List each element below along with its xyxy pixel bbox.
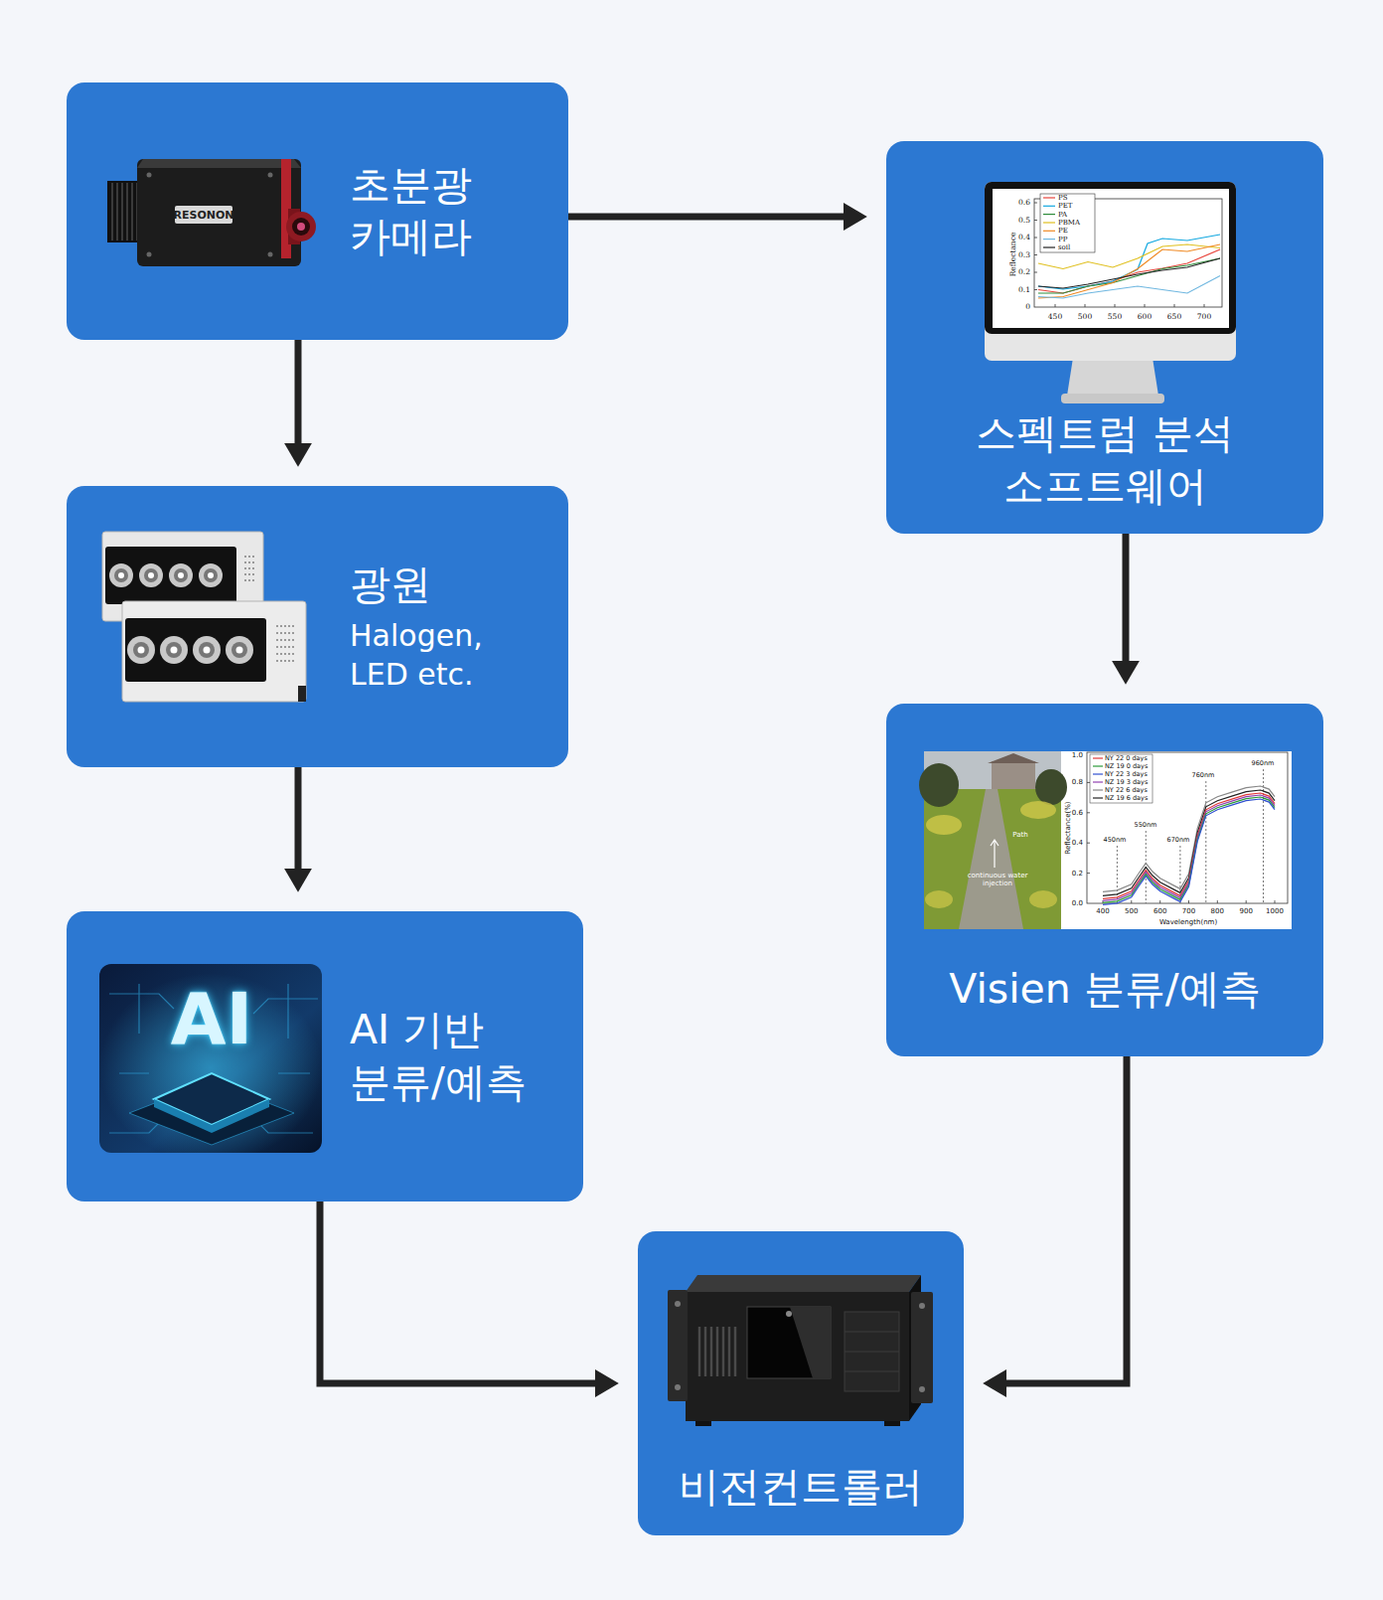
brand-label: RESONON [172, 209, 234, 221]
node-subtitle: Halogen, LED etc. [349, 615, 511, 694]
chart-label: Wavelength(nm) [1159, 919, 1218, 926]
chart-label: NY 22 6 days [1104, 786, 1148, 794]
process-box: 초분광 카메라 [66, 82, 569, 340]
node-title: 비전컨트롤러 [678, 1461, 923, 1513]
chart-label: NY 22 0 days [1104, 755, 1148, 763]
process-box: 비전컨트롤러 [637, 1230, 964, 1536]
chart-label: 550 [1107, 312, 1122, 321]
node-title: 스펙트럼 분석 소프트웨어 [962, 407, 1248, 514]
chart-label: PP [1058, 235, 1068, 243]
chart-label: PE [1058, 227, 1069, 235]
chart-label: 450nm [1103, 836, 1127, 844]
node-title: Visien 분류/예측 [948, 963, 1260, 1015]
chart-label: 0.6 [1018, 198, 1031, 207]
flow-arrow [1005, 1056, 1127, 1383]
chart-label: 1000 [1265, 908, 1284, 916]
chart-label: 760nm [1192, 771, 1216, 779]
chart-label: PA [1058, 210, 1068, 218]
chart-label: 600 [1153, 908, 1167, 916]
chart-label: Reflectance [1009, 232, 1018, 278]
chart-label: 0.6 [1072, 808, 1083, 816]
chart-label: continuous water injection [966, 871, 1029, 888]
chart-label: 0.4 [1072, 839, 1083, 847]
chip-lettering: AI [170, 982, 254, 1055]
chart-label: 0.0 [1072, 900, 1083, 908]
chart-label: soil [1058, 244, 1071, 252]
chart-label: 600 [1137, 312, 1152, 321]
chart-label: Path [1012, 831, 1028, 839]
chart-label: 0.2 [1018, 268, 1031, 277]
chart-label: 800 [1211, 908, 1225, 916]
chart-label: 700 [1197, 312, 1212, 321]
chart-label: 700 [1182, 908, 1196, 916]
chart-label: 960nm [1251, 760, 1275, 768]
process-box: 광원Halogen, LED etc. [66, 485, 569, 768]
flow-arrow [568, 213, 845, 221]
flow-arrow [295, 339, 303, 445]
chart-label: 0.8 [1072, 778, 1083, 786]
chart-label: PS [1058, 194, 1069, 202]
chart-label: 550nm [1134, 821, 1158, 829]
chart-label: 500 [1124, 908, 1138, 916]
chart-label: NZ 19 6 days [1104, 794, 1148, 802]
chart-label: PET [1058, 202, 1074, 210]
chart-label: 650 [1167, 312, 1182, 321]
process-box: 스펙트럼 분석 소프트웨어 [886, 141, 1324, 534]
chart-label: 900 [1239, 908, 1253, 916]
node-title: 초분광 카메라 [349, 159, 488, 263]
chart-label: 0.3 [1018, 251, 1031, 260]
chart-label: 1.0 [1072, 752, 1083, 760]
chart-label: 0.2 [1072, 869, 1083, 877]
process-box: AI 기반 분류/예측 [66, 911, 584, 1202]
node-title: AI 기반 분류/예측 [349, 1003, 554, 1110]
chart-label: Reflectance(%) [1065, 800, 1073, 854]
chart-label: NZ 19 3 days [1104, 778, 1148, 786]
chart-label: NZ 19 0 days [1104, 763, 1148, 770]
flow-arrow [1122, 533, 1130, 662]
chart-label: 450 [1048, 312, 1063, 321]
chart-label: NY 22 3 days [1104, 770, 1148, 778]
flow-arrow [295, 767, 303, 870]
chart-label: 500 [1077, 312, 1092, 321]
chart-label: 0.4 [1018, 233, 1031, 242]
flow-arrow [319, 1201, 597, 1383]
chart-label: 400 [1095, 908, 1109, 916]
chart-label: 0 [1025, 303, 1031, 311]
chart-label: PBMA [1058, 219, 1080, 227]
chart-label: 0.1 [1018, 286, 1031, 295]
node-title: 광원 [349, 559, 432, 611]
chart-label: 0.5 [1018, 216, 1031, 225]
chart-label: 670nm [1167, 836, 1191, 844]
